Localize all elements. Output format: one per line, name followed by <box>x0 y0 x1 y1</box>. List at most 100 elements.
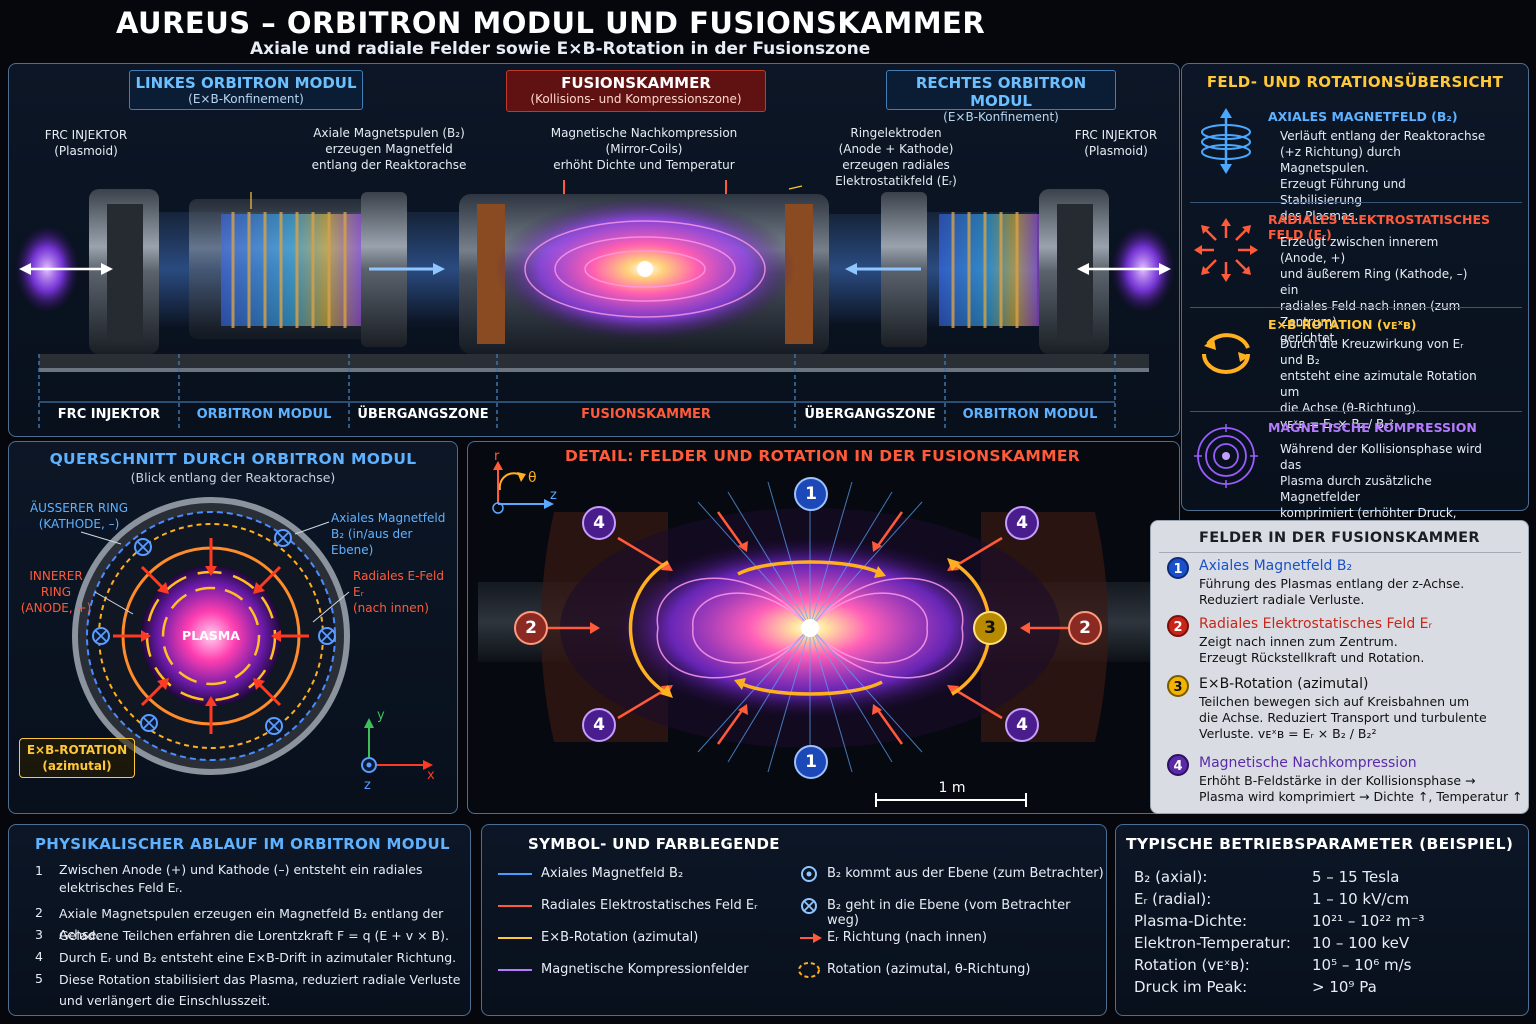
process-step-1: Zwischen Anode (+) und Kathode (–) entst… <box>59 862 423 895</box>
note-frc-left: FRC INJEKTOR (Plasmoid) <box>44 128 128 158</box>
param-er-label: Eᵣ (radial): <box>1134 890 1212 908</box>
overview-item-axial-title: AXIALES MAGNETFELD (B₂) <box>1268 109 1458 124</box>
detail-axis-theta: θ <box>528 470 537 486</box>
field-3-number: 3 <box>1167 675 1189 697</box>
legend-radial: Radiales Elektrostatisches Feld Eᵣ <box>541 898 758 913</box>
field-2-title: Radiales Elektrostatisches Feld Eᵣ <box>1199 616 1433 632</box>
radial-field-label: Radiales E-Feld Eᵣ (nach innen) <box>353 569 445 615</box>
reactor-illustration <box>15 180 1175 429</box>
legend-rotation-direction: Rotation (azimutal, θ-Richtung) <box>827 962 1031 977</box>
axial-field-icon <box>1201 108 1251 174</box>
rotation-icon <box>1202 333 1250 374</box>
param-density-label: Plasma-Dichte: <box>1134 912 1248 930</box>
overview-panel: FELD- UND ROTATIONSÜBERSICHT AXIALES MAG… <box>1181 63 1529 552</box>
marker-1-bottom: 1 <box>794 745 828 779</box>
note-coils: Axiale Magnetspulen (B₂) erzeugen Magnet… <box>311 126 467 172</box>
marker-2-right: 2 <box>1068 611 1102 645</box>
marker-2-left: 2 <box>514 611 548 645</box>
overview-item-axial-text: Verläuft entlang der Reaktorachse (+z Ri… <box>1280 129 1486 223</box>
plasma-label: PLASMA <box>182 628 240 643</box>
detail-panel: DETAIL: FELDER UND ROTATION IN DER FUSIO… <box>467 441 1180 814</box>
detail-diagram <box>478 461 1171 807</box>
legend-compression: Magnetische Kompressionfelder <box>541 962 749 977</box>
reactor-base <box>39 354 1149 370</box>
overview-title: FELD- UND ROTATIONSÜBERSICHT <box>1206 73 1504 91</box>
note-mirror: Magnetische Nachkompression (Mirror-Coil… <box>550 126 738 172</box>
field-1-text: Führung des Plasmas entlang der z-Achse.… <box>1199 576 1465 607</box>
process-title: PHYSIKALISCHER ABLAUF IM ORBITRON MODUL <box>35 835 450 853</box>
radial-field-icon <box>1194 218 1258 282</box>
field-4-title: Magnetische Nachkompression <box>1199 755 1417 771</box>
param-er-value: 1 – 10 kV/cm <box>1312 890 1410 908</box>
scale-label: 1 m <box>938 780 966 796</box>
page-subtitle: Axiale und radiale Felder sowie E×B-Rota… <box>250 39 871 59</box>
cross-section-title: QUERSCHNITT DURCH ORBITRON MODUL <box>49 450 417 468</box>
process-panel: PHYSIKALISCHER ABLAUF IM ORBITRON MODUL … <box>8 824 471 1016</box>
detail-axis-z: z <box>550 488 557 503</box>
marker-4-bottom-left: 4 <box>582 708 616 742</box>
field-1-number: 1 <box>1167 557 1189 579</box>
marker-4-bottom-right: 4 <box>1005 708 1039 742</box>
zone-orbitron-left: ORBITRON MODUL <box>196 407 332 422</box>
note-frc-right: FRC INJEKTOR (Plasmoid) <box>1074 128 1158 158</box>
marker-4-top-left: 4 <box>582 506 616 540</box>
cross-section-diagram <box>72 497 433 775</box>
chamber-label: FUSIONSKAMMER (Kollisions- und Kompressi… <box>506 70 766 112</box>
legend-title: SYMBOL- UND FARBLEGENDE <box>528 835 780 853</box>
cross-section-subtitle: (Blick entlang der Reaktorachse) <box>130 470 336 485</box>
param-rotation-value: 10⁵ – 10⁶ m/s <box>1312 956 1412 974</box>
legend-axial: Axiales Magnetfeld B₂ <box>541 866 684 881</box>
inner-ring-label: INNERER RING (ANODE, +) <box>20 569 92 615</box>
axis-y-label: y <box>377 708 385 723</box>
zone-transition-right: ÜBERGANGSZONE <box>804 407 936 422</box>
axis-x-label: x <box>427 768 435 783</box>
zone-frc-injektor-left: FRC INJEKTOR <box>57 407 161 422</box>
overview-item-radial-title: RADIALES ELEKTROSTATISCHES FELD (Eᵣ) <box>1268 212 1490 242</box>
zone-orbitron-right: ORBITRON MODUL <box>962 407 1098 422</box>
overview-item-compression-title: MAGNETISCHE KOMPRESSION <box>1268 420 1477 435</box>
compression-icon <box>1194 424 1258 488</box>
detail-title: DETAIL: FELDER UND ROTATION IN DER FUSIO… <box>565 447 1080 465</box>
marker-3: 3 <box>973 611 1007 645</box>
param-pressure-value: > 10⁹ Pa <box>1312 978 1377 996</box>
note-rings: Ringelektroden (Anode + Kathode) erzeuge… <box>835 126 957 188</box>
reactor-panel: LINKES ORBITRON MODUL (E×B-Konfinement) … <box>8 63 1180 437</box>
right-module-label: RECHTES ORBITRON MODUL (E×B-Konfinement) <box>886 70 1116 124</box>
legend-rotation: E×B-Rotation (azimutal) <box>541 930 699 945</box>
param-temperature-value: 10 – 100 keV <box>1312 934 1410 952</box>
overview-item-radial-text: Erzeugt zwischen innerem (Anode, +) und … <box>1280 235 1468 345</box>
zone-transition-left: ÜBERGANGSZONE <box>357 407 489 422</box>
process-step-2: Axiale Magnetspulen erzeugen ein Magnetf… <box>59 906 444 942</box>
zone-fusion-chamber: FUSIONSKAMMER <box>581 407 711 422</box>
overview-item-rotation-text: Durch die Kreuzwirkung von Eᵣ und B₂ ent… <box>1280 337 1477 431</box>
cross-section-panel: QUERSCHNITT DURCH ORBITRON MODUL (Blick … <box>8 441 458 814</box>
fields-title: FELDER IN DER FUSIONSKAMMER <box>1199 530 1480 546</box>
legend-panel: SYMBOL- UND FARBLEGENDE Axiales Magnetfe… <box>481 824 1107 1016</box>
param-density-value: 10²¹ – 10²² m⁻³ <box>1312 912 1425 930</box>
detail-axis-r: r <box>494 449 500 464</box>
legend-swatches <box>498 866 822 978</box>
param-rotation-label: Rotation (vᴇˣʙ): <box>1134 956 1250 974</box>
field-3-text: Teilchen bewegen sich auf Kreisbahnen um… <box>1199 694 1487 741</box>
params-panel: TYPISCHE BETRIEBSPARAMETER (BEISPIEL) B₂… <box>1115 824 1529 1016</box>
param-temperature-label: Elektron-Temperatur: <box>1134 934 1291 952</box>
param-bz-value: 5 – 15 Tesla <box>1312 868 1400 886</box>
left-module-label: LINKES ORBITRON MODUL (E×B-Konfinement) <box>129 70 363 110</box>
field-2-number: 2 <box>1167 615 1189 637</box>
rotation-label: E×B-ROTATION (azimutal) <box>19 738 135 778</box>
field-3-title: E×B-Rotation (azimutal) <box>1199 676 1369 692</box>
left-coils <box>221 214 361 326</box>
marker-1-top: 1 <box>794 477 828 511</box>
legend-into-plane: B₂ geht in die Ebene (vom Betrachter weg… <box>827 898 1071 928</box>
outer-ring-label: ÄUSSERER RING (KATHODE, –) <box>29 501 129 531</box>
marker-4-top-right: 4 <box>1005 506 1039 540</box>
fields-panel: FELDER IN DER FUSIONSKAMMER 1 Axiales Ma… <box>1150 520 1529 814</box>
legend-out-of-plane: B₂ kommt aus der Ebene (zum Betrachter) <box>827 866 1104 881</box>
field-1-title: Axiales Magnetfeld B₂ <box>1199 558 1353 574</box>
process-step-4: Durch Eᵣ und B₂ entsteht eine E×B-Drift … <box>59 950 457 965</box>
params-title: TYPISCHE BETRIEBSPARAMETER (BEISPIEL) <box>1126 835 1514 853</box>
right-coils <box>939 214 1039 326</box>
page-title: AUREUS – ORBITRON MODUL UND FUSIONSKAMME… <box>116 6 986 40</box>
overview-item-rotation-title: E×B-ROTATION (vᴇˣʙ) <box>1268 317 1417 332</box>
axis-z-label: z <box>364 778 371 793</box>
